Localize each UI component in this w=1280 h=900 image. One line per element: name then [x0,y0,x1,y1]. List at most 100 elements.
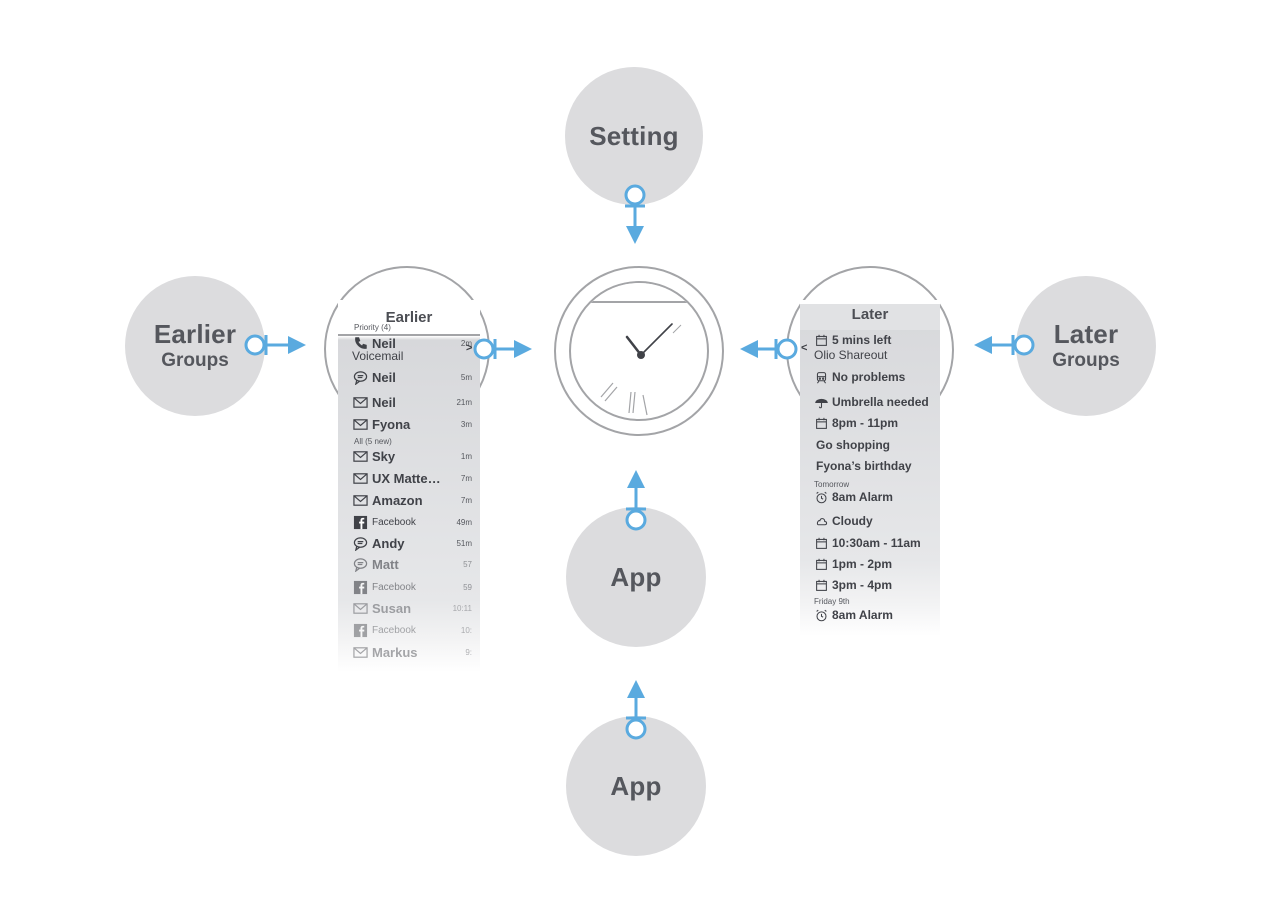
chat-icon [352,535,368,551]
setting-arrowhead [626,226,644,244]
all-section-label: All (5 new) [354,437,392,446]
earlier-groups-title: Earlier [153,319,237,349]
mail-icon [352,492,368,508]
center-watch-outer [554,266,724,436]
calendar-icon [814,578,828,592]
later-list-item[interactable]: 10:30am - 11am [814,536,936,550]
friday-section-label: Friday 9th [814,597,850,606]
earlier-caret: > [466,342,473,354]
watch-top-band [571,283,707,303]
earlier-item-time: 21m [456,397,472,407]
chat-icon [352,556,368,572]
calendar-icon [814,416,828,430]
voicemail-subtitle: Voicemail [352,349,404,363]
phone-icon [352,335,368,351]
earlier-item-time: 59 [463,582,472,592]
earlier-item-time: 49m [456,517,472,527]
alarm-icon [814,490,828,504]
earlier-item-time: 5m [460,372,472,382]
later-groups-arrowhead [974,336,992,354]
later-list-item[interactable]: 3pm - 4pm [814,578,936,592]
facebook-icon [352,514,368,530]
chat-icon [352,369,368,385]
later-item-name: 10:30am - 11am [832,536,921,550]
app-upper-arrowhead [627,470,645,488]
later-groups-arrow [990,334,1035,356]
priority-section-label: Priority (4) [354,323,391,332]
earlier-groups-arrow [244,334,290,356]
later-item-name: 1pm - 2pm [832,557,893,571]
later-item-name: Go shopping [816,438,890,452]
later-item-name: 8pm - 11pm [832,416,899,430]
earlier-center-arrowhead [514,340,532,358]
later-caret: < [801,342,808,354]
later-list-item[interactable]: Go shopping [814,438,936,452]
earlier-item-time: 7m [460,473,472,483]
earlier-item-time: 3m [460,419,472,429]
app-upper-label: App [610,562,662,592]
earlier-groups-node: Earlier Groups [125,276,265,416]
facebook-icon [352,579,368,595]
earlier-groups-arrowhead [288,336,306,354]
earlier-item-time: 7m [460,495,472,505]
train-icon [814,370,828,384]
cloud-icon [814,514,828,528]
later-groups-subtitle: Groups [1052,350,1120,371]
later-list-item[interactable]: 8pm - 11pm [814,416,936,430]
umbrella-icon [814,395,828,409]
earlier-item-time: 9: [465,647,472,657]
alarm-icon [814,608,828,622]
calendar-icon [814,557,828,571]
facebook-icon [352,622,368,638]
app-lower-arrow [625,696,647,740]
later-item-name: Fyona’s birthday [816,459,912,473]
later-list-item[interactable]: 1pm - 2pm [814,557,936,571]
earlier-list-item[interactable]: UX Matte…7m [352,470,472,486]
later-item-name: No problems [832,370,906,384]
later-list-item[interactable]: 8am Alarm [814,490,936,504]
app-lower-label: App [610,771,662,801]
mail-icon [352,470,368,486]
later-item-name: 8am Alarm [832,490,893,504]
later-list-item[interactable]: 5 mins left [814,333,936,347]
earlier-groups-subtitle: Groups [161,350,229,371]
setting-node: Setting [565,67,703,205]
mail-icon [352,600,368,616]
earlier-item-time: 10:11 [452,603,472,613]
later-list-item[interactable]: Umbrella needed [814,395,936,409]
later-item-name: Umbrella needed [832,395,929,409]
later-list-item[interactable]: 8am Alarm [814,608,936,622]
later-list-item[interactable]: No problems [814,370,936,384]
olio-subtitle: Olio Shareout [814,348,888,362]
later-list-item[interactable]: Fyona’s birthday [814,459,936,473]
later-groups-node: Later Groups [1016,276,1156,416]
earlier-item-time: 1m [460,451,472,461]
mail-icon [352,416,368,432]
earlier-to-center-arrow [473,338,516,360]
mail-icon [352,448,368,464]
app-lower-arrowhead [627,680,645,698]
later-item-name: 5 mins left [832,333,892,347]
earlier-item-time: 57 [463,559,472,569]
later-to-center-arrow [756,338,798,360]
later-list-item[interactable]: Cloudy [814,514,936,528]
mail-icon [352,394,368,410]
setting-label: Setting [589,121,679,151]
